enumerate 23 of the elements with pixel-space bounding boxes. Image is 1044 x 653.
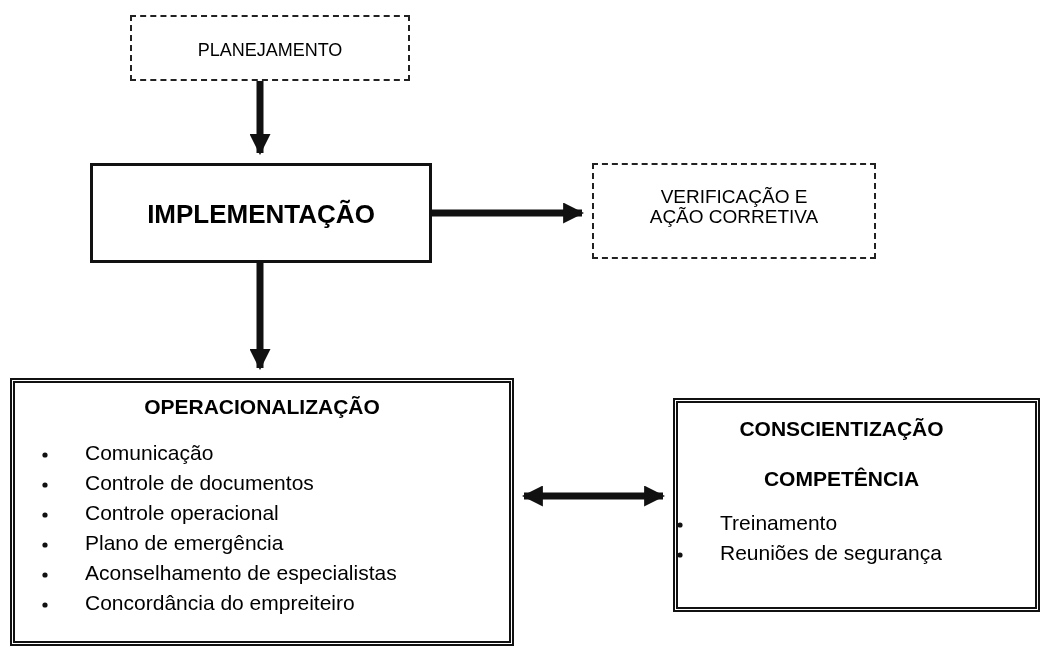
list-item: Aconselhamento de especialistas [85,561,397,585]
box-heading: CONSCIENTIZAÇÃO [738,417,945,441]
dashed-process-box [592,163,876,259]
arrow [521,485,666,507]
list-item: Controle operacional [85,501,279,525]
box-heading: IMPLEMENTAÇÃO [146,199,376,230]
box-label: PLANEJAMENTO [196,40,344,61]
list-item: Reuniões de segurança [720,541,942,565]
arrow [432,202,585,224]
list-item: Concordância do empreiteiro [85,591,355,615]
box-heading: OPERACIONALIZAÇÃO [143,395,381,419]
list-item: Plano de emergência [85,531,284,555]
list-item: Treinamento [720,511,838,535]
box-label: VERIFICAÇÃO E AÇÃO CORRETIVA [648,187,820,227]
list-item: Controle de documentos [85,471,314,495]
process-box [90,163,432,263]
list-item: Comunicação [85,441,214,465]
box-heading: COMPETÊNCIA [762,467,921,491]
arrow [249,263,271,371]
dashed-process-box [130,15,410,81]
process-box [10,378,514,646]
process-box [673,398,1040,612]
arrow [249,81,271,156]
